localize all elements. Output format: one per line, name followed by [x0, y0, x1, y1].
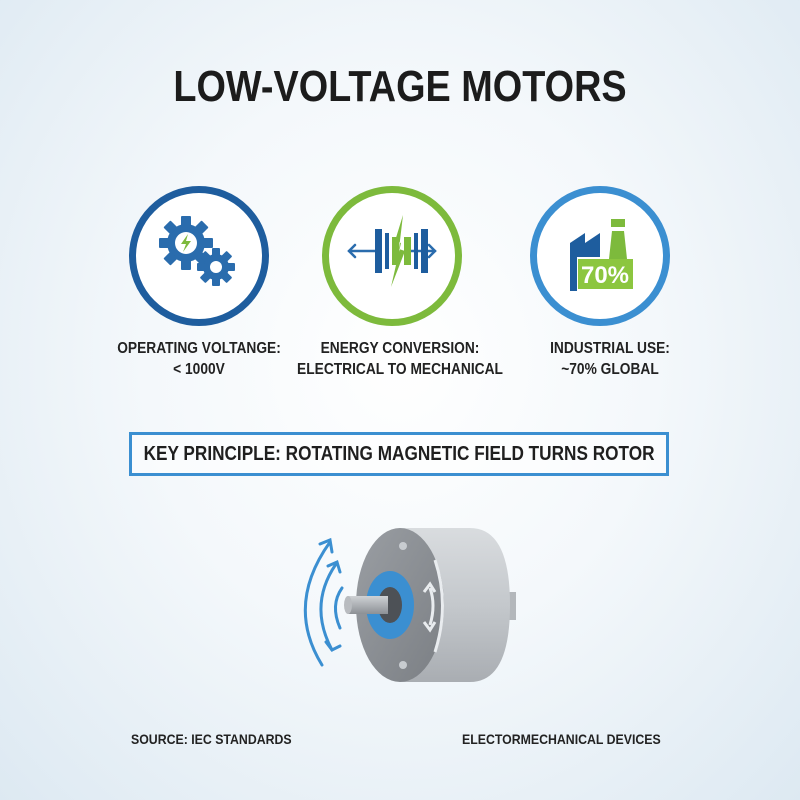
factory-badge: 70% [581, 262, 629, 289]
feature-energy-label: ENERGY CONVERSION: ELECTRICAL TO MECHANI… [297, 340, 503, 378]
key-principle-text: KEY PRINCIPLE: ROTATING MAGNETIC FIELD T… [143, 442, 655, 465]
source-note: SOURCE: IEC STANDARDS [131, 731, 292, 747]
gears-lightning-icon [159, 216, 235, 286]
voltage-icon-circle [129, 186, 269, 326]
feature-industrial-label: INDUSTRIAL USE: ~70% GLOBAL [550, 340, 670, 378]
category-note: ELECTORMECHANICAL DEVICES [462, 731, 661, 747]
industrial-use-icon-circle: 70% [530, 186, 670, 326]
page-title: LOW-VOLTAGE MOTORS [173, 62, 627, 111]
feature-voltage-label: OPERATING VOLTANGE: < 1000V [117, 340, 281, 378]
motor-illustration-icon [303, 528, 516, 682]
energy-conversion-icon-circle [322, 186, 462, 326]
key-principle-box: KEY PRINCIPLE: ROTATING MAGNETIC FIELD T… [129, 432, 669, 476]
energy-conversion-icon [347, 215, 437, 287]
factory-icon: 70% [570, 219, 633, 291]
